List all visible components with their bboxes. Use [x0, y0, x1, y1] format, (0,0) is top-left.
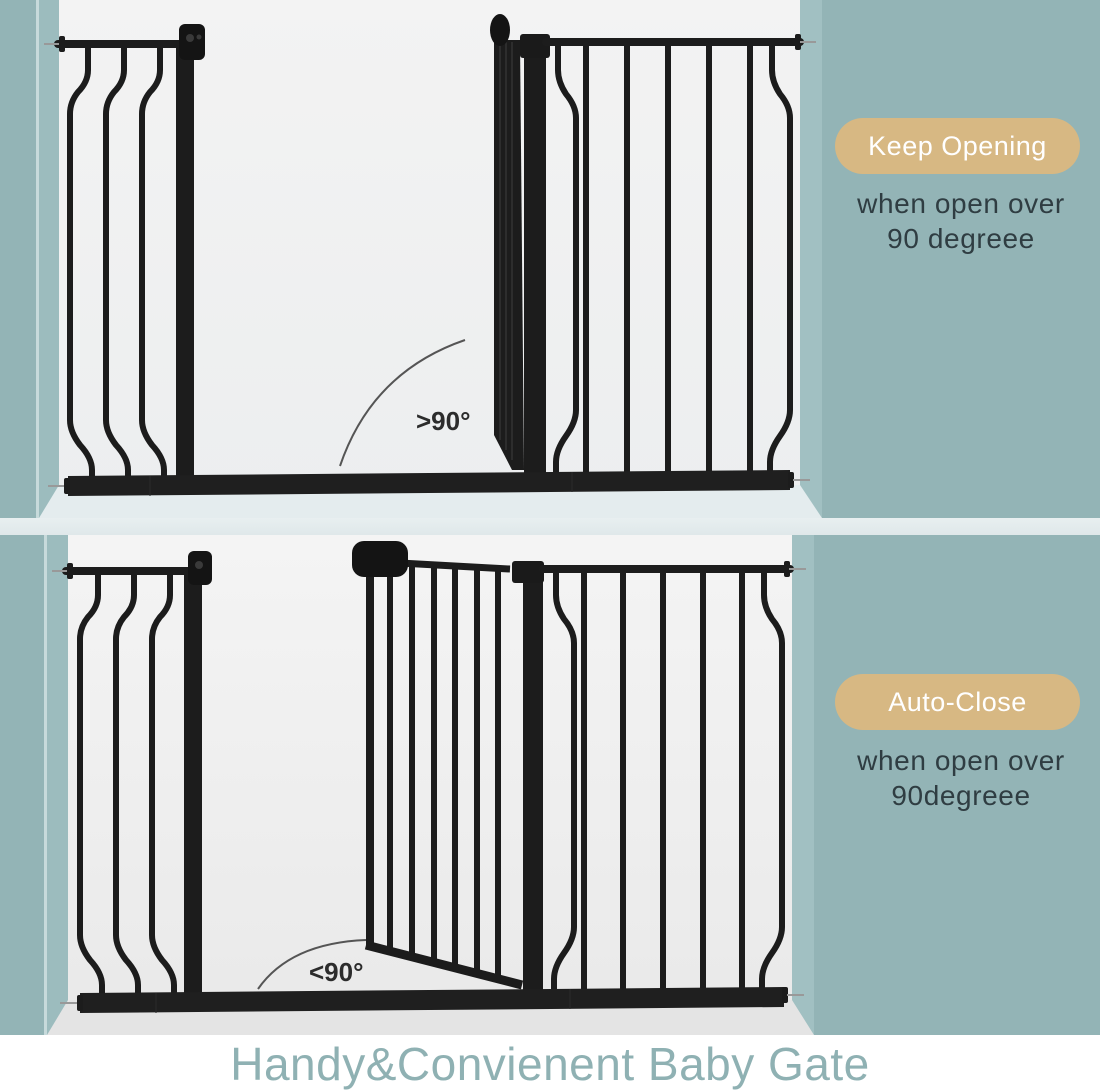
pressure-bolt-icon — [795, 34, 816, 50]
caption-line: 90degreee — [891, 780, 1031, 811]
feature-caption: when open over 90degreee — [830, 743, 1092, 813]
right-wall — [800, 0, 1100, 518]
gate-door-open — [490, 14, 524, 470]
right-gate-section — [512, 561, 794, 995]
angle-arc — [339, 339, 466, 467]
latch-handle-icon — [179, 24, 205, 60]
auto-close-badge: Auto-Close — [835, 674, 1080, 730]
caption-line: 90 degreee — [887, 223, 1035, 254]
panel-divider — [0, 518, 1100, 535]
gate-closing-illustration — [0, 535, 1100, 1035]
feature-caption: when open over 90 degreee — [830, 186, 1092, 256]
keep-opening-panel: >90° Keep Opening when open over 90 degr… — [0, 0, 1100, 518]
pressure-bolt-icon — [52, 563, 73, 579]
pressure-bolt-icon — [784, 561, 806, 577]
left-gate-section — [62, 567, 202, 996]
left-wall — [0, 535, 68, 1035]
bottom-rail — [48, 470, 810, 496]
gate-door-swinging — [352, 541, 524, 990]
latch-handle-icon — [188, 551, 212, 585]
left-wall — [0, 0, 59, 518]
gate-open-wide-illustration — [0, 0, 1100, 518]
right-gate-section — [520, 34, 804, 477]
caption-line: when open over — [857, 188, 1065, 219]
auto-close-panel: <90° Auto-Close when open over 90degreee — [0, 535, 1100, 1035]
left-gate-section — [54, 40, 194, 481]
product-title: Handy&Convienent Baby Gate — [230, 1038, 870, 1090]
bottom-rail — [60, 987, 804, 1013]
keep-opening-badge: Keep Opening — [835, 118, 1080, 174]
right-wall — [792, 535, 1100, 1035]
angle-arc — [257, 939, 367, 990]
pressure-bolt-icon — [44, 36, 65, 52]
angle-label: <90° — [309, 957, 364, 987]
angle-label: >90° — [416, 406, 471, 436]
caption-line: when open over — [857, 745, 1065, 776]
